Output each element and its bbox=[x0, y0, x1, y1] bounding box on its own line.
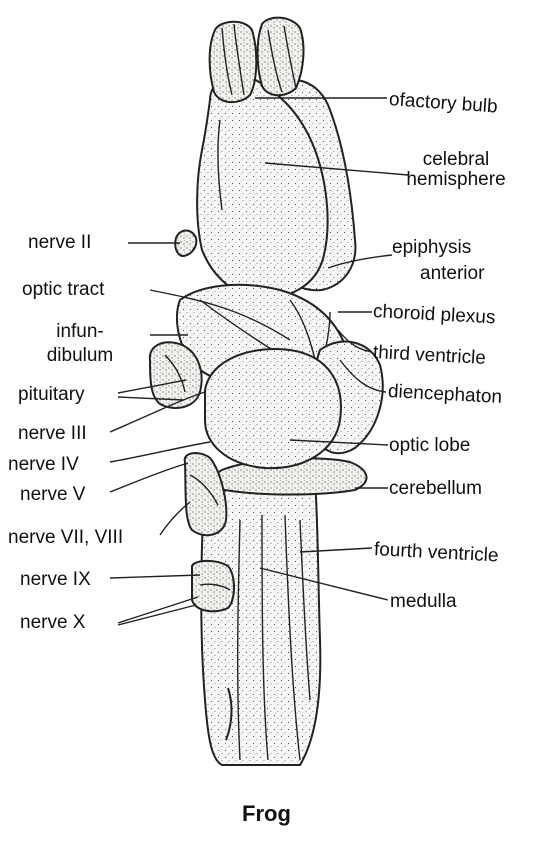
label-infundibulum-line1: infun- bbox=[30, 322, 130, 342]
label-infundibulum: infun- dibulum bbox=[30, 322, 130, 366]
figure-caption: Frog bbox=[0, 801, 533, 827]
label-epiphysis: epiphysis anterior bbox=[392, 238, 484, 284]
nerve-v-shape bbox=[185, 453, 227, 535]
label-optic-lobe: optic lobe bbox=[389, 436, 470, 456]
label-nerve-ii: nerve II bbox=[28, 233, 91, 253]
label-cerebellum: cerebellum bbox=[389, 479, 482, 499]
label-infundibulum-line2: dibulum bbox=[30, 346, 130, 366]
label-medulla: medulla bbox=[390, 592, 457, 612]
nerve-ix-shape bbox=[192, 561, 234, 611]
label-nerve-ix: nerve IX bbox=[20, 570, 91, 590]
olfactory-bulb-right bbox=[258, 18, 304, 96]
label-cerebral-hemisphere-line2: hemisphere bbox=[404, 170, 508, 190]
label-nerve-iii: nerve III bbox=[18, 424, 87, 444]
label-optic-tract: optic tract bbox=[22, 280, 104, 300]
label-epiphysis-line2: anterior bbox=[420, 264, 484, 284]
label-nerve-v: nerve V bbox=[20, 485, 85, 505]
label-cerebral-hemisphere-line1: celebral bbox=[404, 150, 508, 170]
olfactory-bulb-left bbox=[210, 22, 257, 102]
label-nerve-vii-viii: nerve VII, VIII bbox=[8, 528, 123, 548]
label-nerve-x: nerve X bbox=[20, 613, 85, 633]
optic-lobe-left bbox=[205, 349, 341, 468]
label-epiphysis-line1: epiphysis bbox=[392, 238, 484, 258]
label-cerebral-hemisphere: celebral hemisphere bbox=[404, 150, 508, 190]
label-pituitary: pituitary bbox=[18, 385, 85, 405]
label-nerve-iv: nerve IV bbox=[8, 455, 79, 475]
